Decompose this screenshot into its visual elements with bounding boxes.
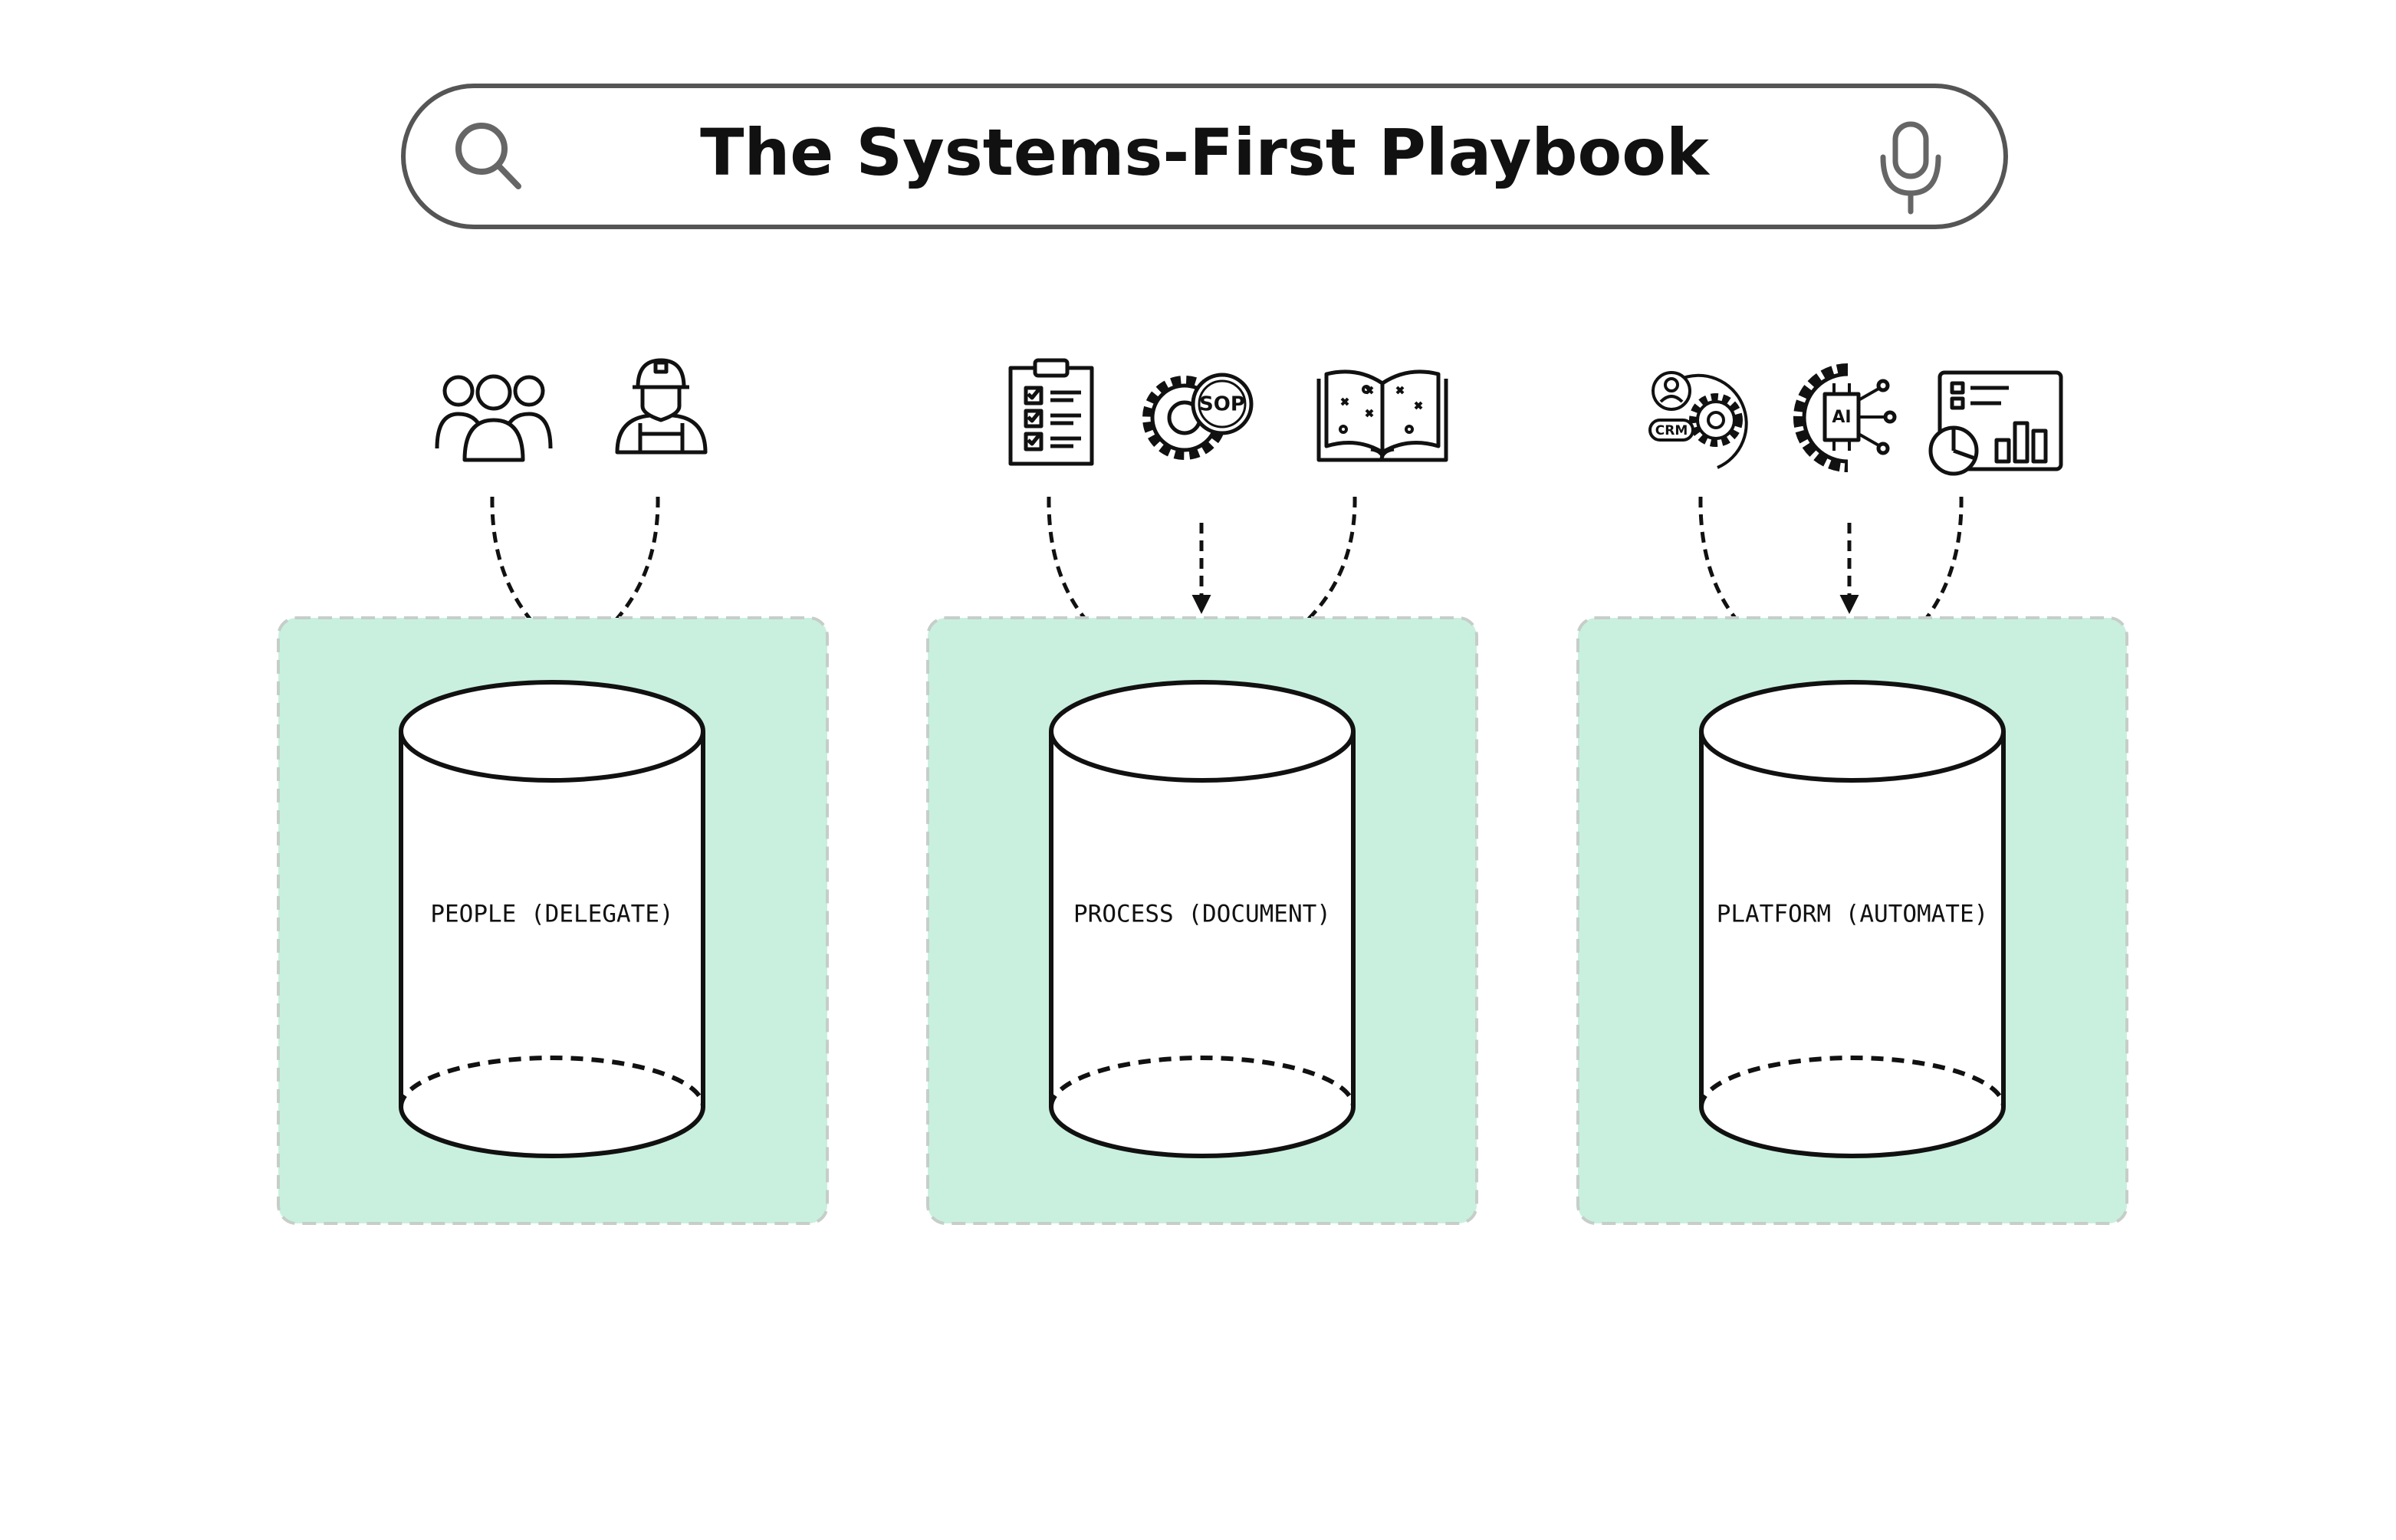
cylinder-platform: PLATFORM (AUTOMATE) <box>1699 680 2006 1158</box>
checklist-clipboard-icon <box>1008 358 1094 466</box>
search-bar-pill[interactable] <box>401 84 2008 229</box>
crm-badge-text: CRM <box>1655 423 1688 438</box>
page-title: The Systems-First Playbook <box>700 115 1711 190</box>
column-platform: CRM AI <box>1576 363 2128 1225</box>
open-book-icon <box>1316 369 1448 462</box>
sop-gear-icon: SOP <box>1142 373 1254 460</box>
crm-cycle-icon: CRM <box>1648 371 1748 469</box>
search-bar[interactable]: The Systems-First Playbook <box>401 84 2008 229</box>
sop-badge-text: SOP <box>1199 393 1245 416</box>
worker-hardhat-icon <box>615 358 708 455</box>
cylinder-label-process: PROCESS (DOCUMENT) <box>1073 901 1331 928</box>
search-icon[interactable] <box>455 123 521 189</box>
cylinder-label-platform: PLATFORM (AUTOMATE) <box>1717 901 1989 928</box>
ai-chip-gear-icon: AI <box>1793 363 1897 472</box>
team-group-icon <box>435 374 553 462</box>
cylinder-process: PROCESS (DOCUMENT) <box>1049 680 1356 1158</box>
ai-badge-text: AI <box>1832 408 1851 427</box>
cylinder-people: PEOPLE (DELEGATE) <box>399 680 705 1158</box>
column-people: PEOPLE (DELEGATE) <box>277 358 829 1225</box>
cylinder-label-people: PEOPLE (DELEGATE) <box>430 901 673 928</box>
microphone-icon[interactable] <box>1880 121 1941 215</box>
dashboard-chart-icon <box>1928 370 2063 476</box>
column-process: SOP PROCESS (DOCUMENT) <box>926 358 1478 1225</box>
